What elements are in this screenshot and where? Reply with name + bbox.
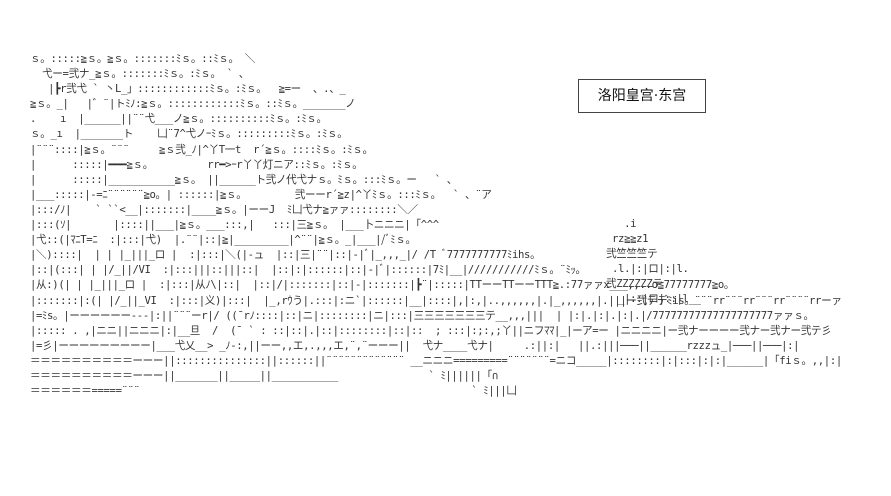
caption-text: 洛阳皇宫·东宫 bbox=[597, 88, 687, 104]
ascii-art-pagoda: .i rz≧≧z1 弐竺竺竺テ .l.|:|ロ|:|l. 弐ZZZZZZテ _|… bbox=[606, 218, 701, 306]
ascii-art-palace-scene: ｓ。:::::≧ｓ。≧ｓ。:::::::ﾐｓ。::ﾐｓ。 ＼ 弋ー=弐ナ_≧ｓ。… bbox=[30, 53, 842, 398]
caption-box: 洛阳皇宫·东宫 bbox=[578, 79, 706, 113]
